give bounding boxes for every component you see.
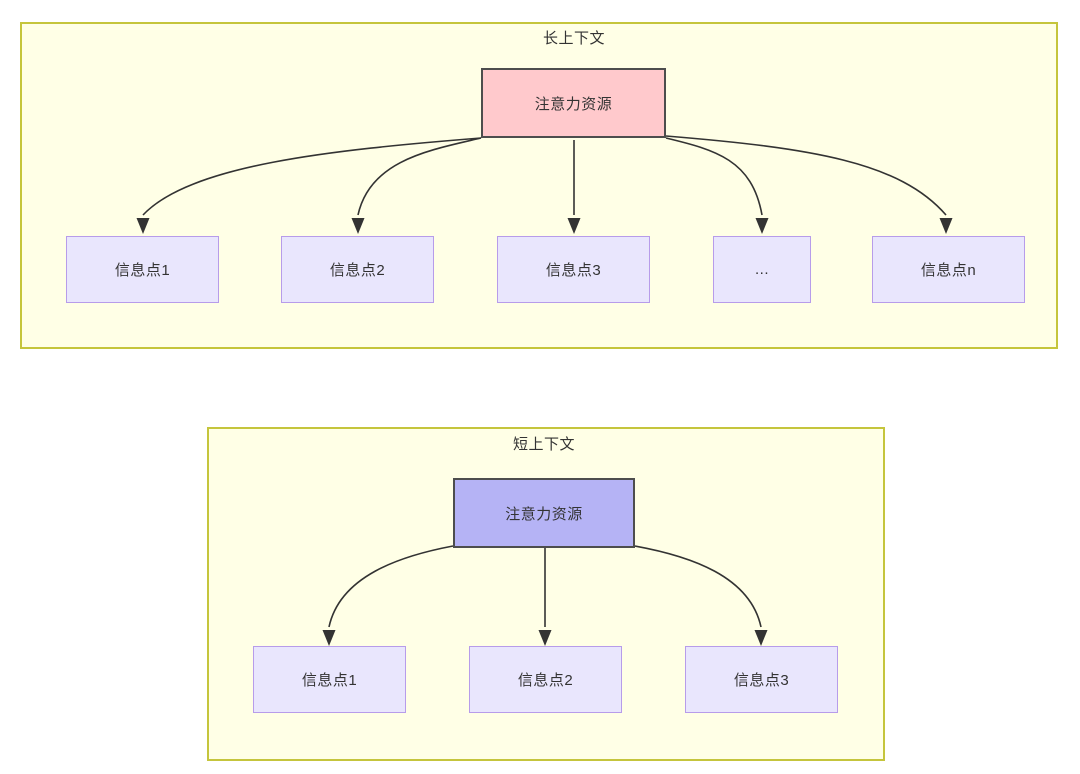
short-context-root-node[interactable]: 注意力资源 [453, 478, 635, 548]
long-context-leaf-1[interactable]: 信息点1 [66, 236, 219, 303]
short-context-title: 短上下文 [512, 436, 575, 453]
long-context-leaf-3-label: 信息点3 [545, 262, 602, 279]
short-context-leaf-1-label: 信息点1 [301, 672, 358, 689]
long-context-leaf-ellipsis-label: ... [754, 261, 769, 278]
long-context-leaf-2[interactable]: 信息点2 [281, 236, 434, 303]
long-context-leaf-1-label: 信息点1 [114, 262, 171, 279]
short-context-leaf-3[interactable]: 信息点3 [685, 646, 838, 713]
long-context-leaf-3[interactable]: 信息点3 [497, 236, 650, 303]
long-context-leaf-n[interactable]: 信息点n [872, 236, 1025, 303]
long-context-title: 长上下文 [542, 30, 605, 47]
long-context-leaf-n-label: 信息点n [920, 262, 977, 279]
short-context-leaf-2-label: 信息点2 [517, 672, 574, 689]
long-context-root-label: 注意力资源 [534, 95, 613, 113]
long-context-leaf-2-label: 信息点2 [329, 262, 386, 279]
short-context-leaf-3-label: 信息点3 [733, 672, 790, 689]
long-context-leaf-ellipsis[interactable]: ... [713, 236, 811, 303]
short-context-leaf-2[interactable]: 信息点2 [469, 646, 622, 713]
short-context-root-label: 注意力资源 [505, 505, 583, 523]
short-context-leaf-1[interactable]: 信息点1 [253, 646, 406, 713]
long-context-root-node[interactable]: 注意力资源 [481, 68, 666, 138]
